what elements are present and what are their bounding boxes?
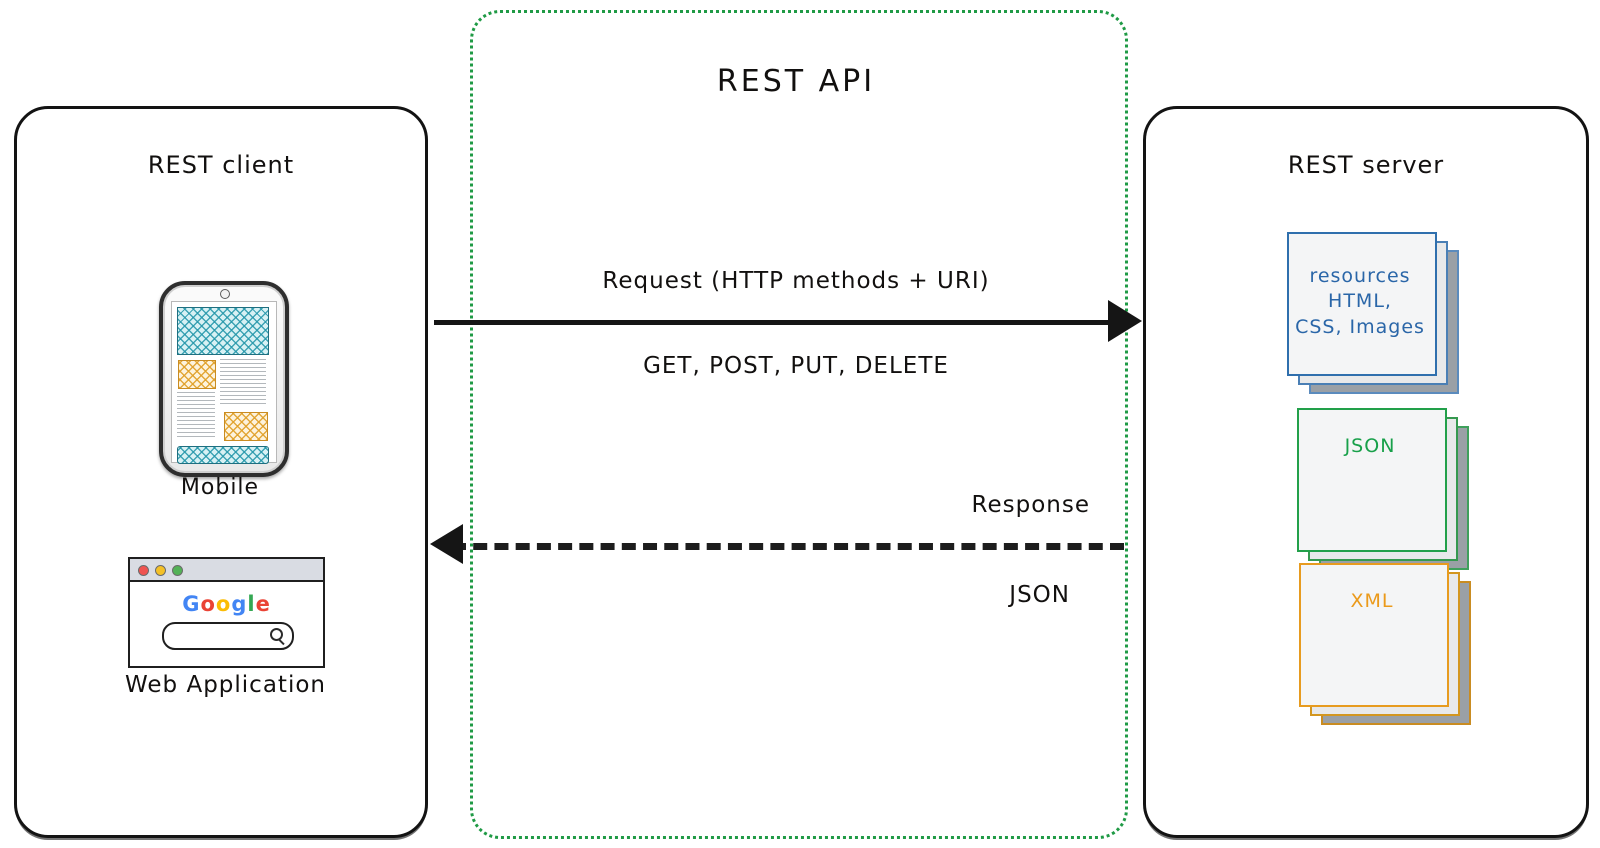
minimize-traffic-light-icon[interactable] bbox=[155, 565, 166, 576]
google-logo: Google bbox=[130, 592, 323, 616]
browser-titlebar bbox=[130, 559, 323, 582]
phone-footer-bar bbox=[177, 446, 269, 464]
rest-api-region bbox=[470, 10, 1128, 839]
search-icon bbox=[270, 628, 283, 641]
response-label-below: JSON bbox=[1009, 582, 1070, 608]
logo-letter: g bbox=[231, 592, 248, 616]
phone-thumb-image-2 bbox=[224, 412, 268, 441]
web-application-caption: Web Application bbox=[125, 672, 326, 698]
request-arrow-head-icon bbox=[1108, 300, 1142, 342]
rest-client-title: REST client bbox=[147, 151, 295, 179]
stack-label-json: JSON bbox=[1344, 435, 1396, 457]
maximize-traffic-light-icon[interactable] bbox=[172, 565, 183, 576]
stack-label-resources: resources HTML, CSS, Images bbox=[1295, 264, 1425, 338]
response-arrow-head-icon bbox=[430, 524, 463, 564]
logo-letter: o bbox=[215, 592, 232, 616]
browser-window: Google bbox=[128, 557, 325, 668]
response-arrow-line bbox=[452, 543, 1124, 550]
phone-thumb-image-1 bbox=[178, 360, 216, 389]
logo-letter: e bbox=[255, 592, 271, 616]
phone-body bbox=[159, 281, 289, 477]
phone-camera-icon bbox=[220, 289, 230, 299]
request-arrow-line bbox=[434, 320, 1120, 325]
stack-label-xml: XML bbox=[1350, 590, 1394, 612]
phone-screen bbox=[171, 301, 277, 464]
logo-letter: l bbox=[247, 592, 256, 616]
logo-letter: o bbox=[200, 592, 216, 616]
server-stack-json: JSON bbox=[1297, 408, 1469, 570]
request-label-below: GET, POST, PUT, DELETE bbox=[643, 353, 949, 379]
search-input[interactable] bbox=[162, 622, 294, 650]
rest-server-title: REST server bbox=[1287, 151, 1445, 179]
logo-letter: G bbox=[182, 592, 201, 616]
response-label-above: Response bbox=[971, 492, 1090, 518]
stack-sheet-front bbox=[1287, 232, 1437, 376]
server-stack-xml: XML bbox=[1299, 563, 1471, 725]
rest-api-title: REST API bbox=[716, 64, 876, 99]
request-label-above: Request (HTTP methods + URI) bbox=[602, 268, 990, 294]
mobile-device: Mobile bbox=[150, 281, 290, 511]
server-stack-resources: resources HTML, CSS, Images bbox=[1287, 232, 1459, 394]
close-traffic-light-icon[interactable] bbox=[138, 565, 149, 576]
phone-hero-image bbox=[177, 307, 269, 355]
web-application-device: Google Web Application bbox=[125, 557, 325, 712]
phone-text-block-1 bbox=[220, 359, 266, 407]
mobile-caption: Mobile bbox=[180, 475, 260, 500]
phone-text-block-2 bbox=[177, 392, 215, 438]
stack-sheet-front bbox=[1297, 408, 1447, 552]
stack-sheet-front bbox=[1299, 563, 1449, 707]
